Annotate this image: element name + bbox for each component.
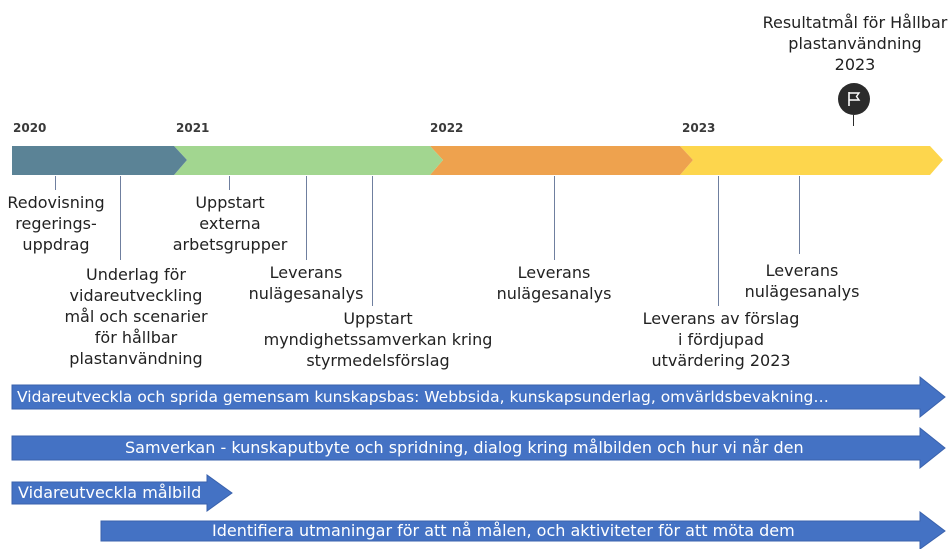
label-redovisning: Redovisning regerings- uppdrag bbox=[7, 193, 105, 254]
segment-2022 bbox=[430, 146, 693, 175]
arrow-kunskapsbas bbox=[11, 375, 946, 419]
tick-uppstart-myndighet bbox=[372, 176, 373, 306]
year-2023: 2023 bbox=[682, 121, 716, 135]
arrow-label-kunskapsbas: Vidareutveckla och sprida gemensam kunsk… bbox=[17, 388, 829, 406]
label-leverans-2: Leverans nulägesanalys bbox=[496, 263, 612, 303]
label-leverans-1: Leverans nulägesanalys bbox=[248, 263, 364, 303]
arrow-utmaningar bbox=[100, 510, 946, 549]
arrow-samverkan bbox=[11, 426, 946, 470]
tick-uppstart-externa bbox=[229, 176, 230, 190]
arrow-label-malbild: Vidareutveckla målbild bbox=[18, 483, 202, 502]
tick-redovisning bbox=[55, 176, 56, 190]
segment-2020 bbox=[12, 146, 187, 175]
tick-leverans-1 bbox=[306, 176, 307, 260]
label-leverans-forslag: Leverans av förslag i fördjupad utvärder… bbox=[642, 309, 800, 370]
segment-2023 bbox=[680, 146, 943, 175]
milestone-label: Resultatmål för Hållbar plastanvändning … bbox=[762, 13, 948, 74]
label-leverans-3: Leverans nulägesanalys bbox=[744, 261, 860, 301]
label-uppstart-myndighet: Uppstart myndighetssamverkan kring styrm… bbox=[263, 309, 493, 370]
milestone-marker bbox=[838, 83, 870, 115]
segment-2021 bbox=[174, 146, 443, 175]
tick-leverans-2 bbox=[554, 176, 555, 260]
arrow-label-samverkan: Samverkan - kunskaputbyte och spridning,… bbox=[125, 438, 804, 457]
arrow-malbild bbox=[11, 474, 233, 512]
year-2021: 2021 bbox=[176, 121, 210, 135]
tick-leverans-3 bbox=[799, 176, 800, 254]
year-2022: 2022 bbox=[430, 121, 464, 135]
milestone-stem bbox=[853, 115, 854, 126]
tick-leverans-forslag bbox=[718, 176, 719, 306]
label-underlag: Underlag för vidareutveckling mål och sc… bbox=[64, 265, 208, 368]
label-uppstart-externa: Uppstart externa arbetsgrupper bbox=[172, 193, 288, 254]
flag-icon bbox=[848, 92, 861, 106]
arrow-label-utmaningar: Identifiera utmaningar för att nå målen,… bbox=[212, 521, 795, 540]
tick-underlag bbox=[120, 176, 121, 260]
year-2020: 2020 bbox=[13, 121, 47, 135]
